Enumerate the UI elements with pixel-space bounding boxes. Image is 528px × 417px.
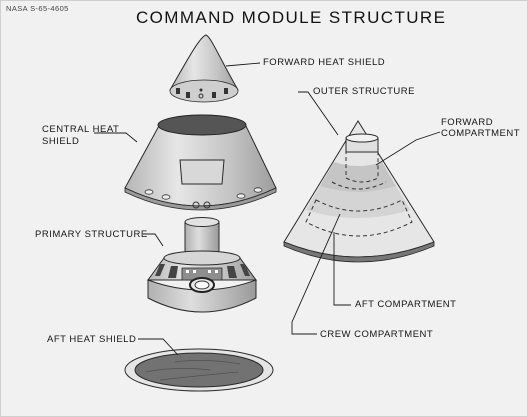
leader-lines <box>94 62 441 356</box>
label-forward-compartment-line2: COMPARTMENT <box>441 128 521 139</box>
leader-forward-heat-shield <box>225 62 261 67</box>
label-crew-compartment: CREW COMPARTMENT <box>320 329 434 340</box>
leader-primary-structure <box>143 233 164 247</box>
label-forward-compartment-line1: FORWARD <box>441 117 494 128</box>
label-outer-structure: OUTER STRUCTURE <box>313 86 415 97</box>
photo-id: NASA S-65-4605 <box>6 4 69 13</box>
leader-forward-compartment <box>375 131 441 166</box>
leader-aft-compartment <box>333 232 351 306</box>
label-primary-structure: PRIMARY STRUCTURE <box>35 229 148 240</box>
leader-crew-compartment <box>291 213 341 335</box>
leader-central-heat-shield <box>94 132 138 143</box>
label-forward-heat-shield: FORWARD HEAT SHIELD <box>263 57 386 68</box>
leader-aft-heat-shield <box>138 338 179 356</box>
forward-heat-shield <box>169 34 239 103</box>
label-aft-compartment: AFT COMPARTMENT <box>355 299 457 310</box>
label-central-heat-shield-line2: SHIELD <box>42 136 80 147</box>
label-aft-heat-shield: AFT HEAT SHIELD <box>47 334 137 345</box>
central-heat-shield <box>124 114 277 211</box>
leader-outer-structure <box>298 91 339 136</box>
primary-structure <box>147 217 257 313</box>
aft-heat-shield <box>124 348 274 392</box>
label-central-heat-shield-line1: CENTRAL HEAT <box>42 124 120 135</box>
diagram-title: COMMAND MODULE STRUCTURE <box>136 8 447 27</box>
assembled-command-module <box>283 120 435 263</box>
